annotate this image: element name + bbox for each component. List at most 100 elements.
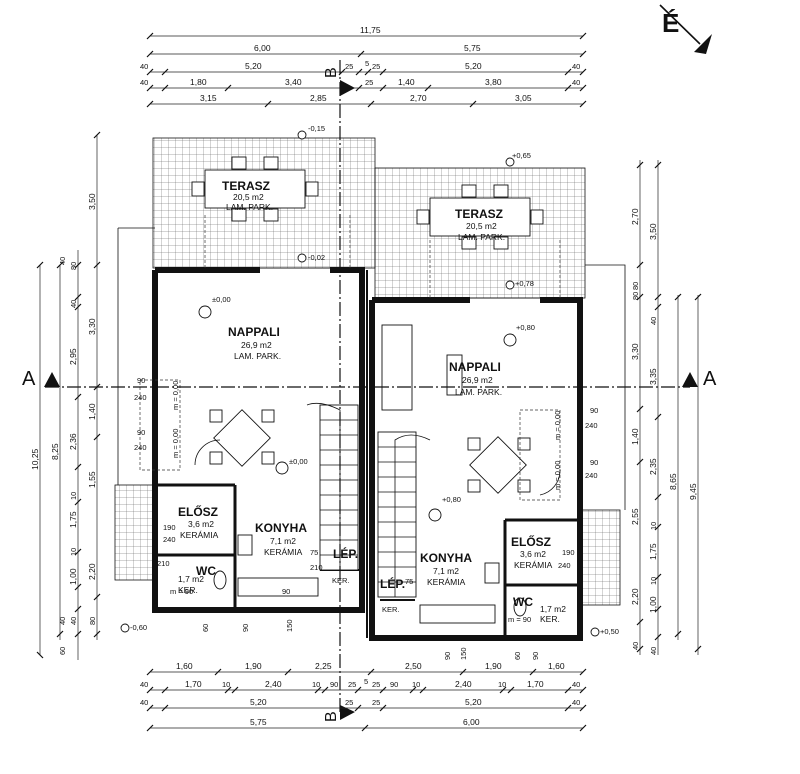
dim-bot-r3-3: 25: [372, 698, 380, 707]
level-1: +0,65: [512, 151, 531, 160]
room-nappali-left-area: 26,9 m2: [241, 340, 272, 350]
note-240-f: 240: [558, 561, 571, 570]
note-210-b: 210: [157, 559, 170, 568]
dim-right-c2-1: 3,35: [648, 368, 658, 385]
level-4: +0,78: [515, 279, 534, 288]
note-m-wc-left: m = 90: [170, 587, 193, 596]
level-3: -0,02: [308, 253, 325, 262]
section-b-bottom-arrow-icon: [340, 705, 355, 720]
room-konyha-right-area: 7,1 m2: [433, 566, 459, 576]
room-konyha-left-name: KONYHA: [255, 521, 307, 535]
dim-right-c2-0: 80: [631, 282, 640, 290]
dim-right-c2-5: 1,00: [648, 596, 658, 613]
room-nappali-left-name: NAPPALI: [228, 325, 280, 339]
dim-top-right-half: 5,75: [464, 43, 481, 53]
dim-bot-r2-12: 10: [498, 680, 506, 689]
room-terasz-left-area: 20,5 m2: [233, 192, 264, 202]
room-wc-left-area: 1,7 m2: [178, 574, 204, 584]
dim-top-r3-6: 40: [572, 62, 580, 71]
room-wc-left-floor: KER.: [178, 585, 198, 595]
dim-bot-r1-5: 1,60: [548, 661, 565, 671]
room-terasz-right-area: 20,5 m2: [466, 221, 497, 231]
dim-top-left-half: 6,00: [254, 43, 271, 53]
dim-top-r3-2: 25: [345, 62, 353, 71]
dim-right-c4-3: 80: [631, 292, 640, 300]
kitchen-counter-left: [237, 577, 319, 597]
dim-top-r5-3: 3,05: [515, 93, 532, 103]
dim-left-c2-4: 80: [88, 617, 97, 625]
dim-top-r4-4: 1,40: [398, 77, 415, 87]
dim-top-total: 11,75: [360, 25, 381, 35]
dim-left-c2-1: 3,30: [87, 318, 97, 335]
level-6: ±0,00: [289, 457, 308, 466]
toilet-right-icon: [513, 597, 527, 617]
north-arrow-head-icon: [694, 34, 712, 54]
room-elosz-left-floor: KERÁMIA: [180, 530, 219, 540]
note-240-d: 240: [585, 471, 598, 480]
top-dimensions: 11,75 6,00 5,75 40 5,20 25 5 25 5,20 40 …: [140, 25, 587, 108]
toilet-left-icon: [213, 570, 227, 590]
note-90-g: 90: [443, 652, 452, 660]
dim-bot-r2-3: 2,40: [265, 679, 282, 689]
dim-top-r3-3: 5: [365, 59, 369, 68]
dim-left-c4-3: 2,36: [68, 433, 78, 450]
note-60-b: 60: [513, 652, 522, 660]
section-a-right-arrow-icon: [682, 372, 698, 387]
dim-top-r5-1: 2,85: [310, 93, 327, 103]
dim-right-c2-4: 1,75: [648, 543, 658, 560]
compass-label: É: [662, 8, 679, 38]
dim-bot-r2-7: 5: [364, 677, 368, 686]
note-m-left-2: m = 0,00: [171, 429, 180, 458]
dim-top-r4-1: 1,80: [190, 77, 207, 87]
outline-ground: [117, 227, 626, 510]
note-75-b: 75: [405, 577, 413, 586]
section-b-bottom-label: B: [323, 711, 340, 722]
level-markers: -0,15 +0,65 ±0,00 -0,02 +0,78 +0,80 ±0,0…: [120, 124, 619, 637]
door-arc-right: [539, 469, 561, 496]
dim-top-r5-2: 2,70: [410, 93, 427, 103]
dim-right-c4-1: 10: [649, 522, 658, 530]
dim-left-c4-8: 60: [58, 647, 67, 655]
kitchen-appliance-right: [484, 562, 500, 584]
room-elosz-left-name: ELŐSZ: [178, 504, 218, 519]
sofa-table-right: [446, 354, 463, 396]
note-240-e: 240: [163, 535, 176, 544]
dim-bot-r2-13: 1,70: [527, 679, 544, 689]
dim-bot-r3-5: 40: [572, 698, 580, 707]
dim-left-c4-2: 2,95: [68, 348, 78, 365]
room-nappali-left-floor: LAM. PARK.: [234, 351, 281, 361]
note-190-a: 190: [163, 523, 176, 532]
dim-bot-r3-1: 5,20: [250, 697, 267, 707]
note-60-a: 60: [201, 624, 210, 632]
stairs-right: [377, 431, 431, 598]
dim-right-c1-1: 3,50: [648, 223, 658, 240]
room-lep-right-name: LÉP.: [380, 576, 405, 591]
dim-bot-r1-3: 2,50: [405, 661, 422, 671]
dim-bot-r2-11: 2,40: [455, 679, 472, 689]
dim-right-c1-5: 40: [631, 642, 640, 650]
section-a-left-label: A: [22, 368, 36, 390]
dim-bot-r2-4: 10: [312, 680, 320, 689]
note-190-b: 190: [562, 548, 575, 557]
dim-left-c2-2: 1,40: [87, 403, 97, 420]
level-9: +0,50: [600, 627, 619, 636]
dim-right-c1-0: 2,70: [630, 208, 640, 225]
dim-top-r4-5: 3,80: [485, 77, 502, 87]
dim-bot-r2-9: 90: [390, 680, 398, 689]
room-elosz-left-area: 3,6 m2: [188, 519, 214, 529]
dim-top-r3-1: 5,20: [245, 61, 262, 71]
dim-bot-r3-2: 25: [345, 698, 353, 707]
dim-left-outer: 10,25: [30, 448, 40, 470]
dim-bot-r2-6: 25: [348, 680, 356, 689]
dim-right-c4-2: 10: [649, 577, 658, 585]
level-8: -0,60: [130, 623, 147, 632]
entry-left-tiles: [114, 484, 156, 581]
dim-right-c3-0: 8,65: [668, 473, 678, 490]
dashed-outline-left: [139, 379, 181, 471]
room-terasz-left-floor: LAM. PARK.: [226, 202, 273, 212]
section-b-top-arrow-icon: [340, 80, 355, 96]
dim-bot-r1-0: 1,60: [176, 661, 193, 671]
dim-right-c1-4: 2,20: [630, 588, 640, 605]
dim-bot-r1-1: 1,90: [245, 661, 262, 671]
